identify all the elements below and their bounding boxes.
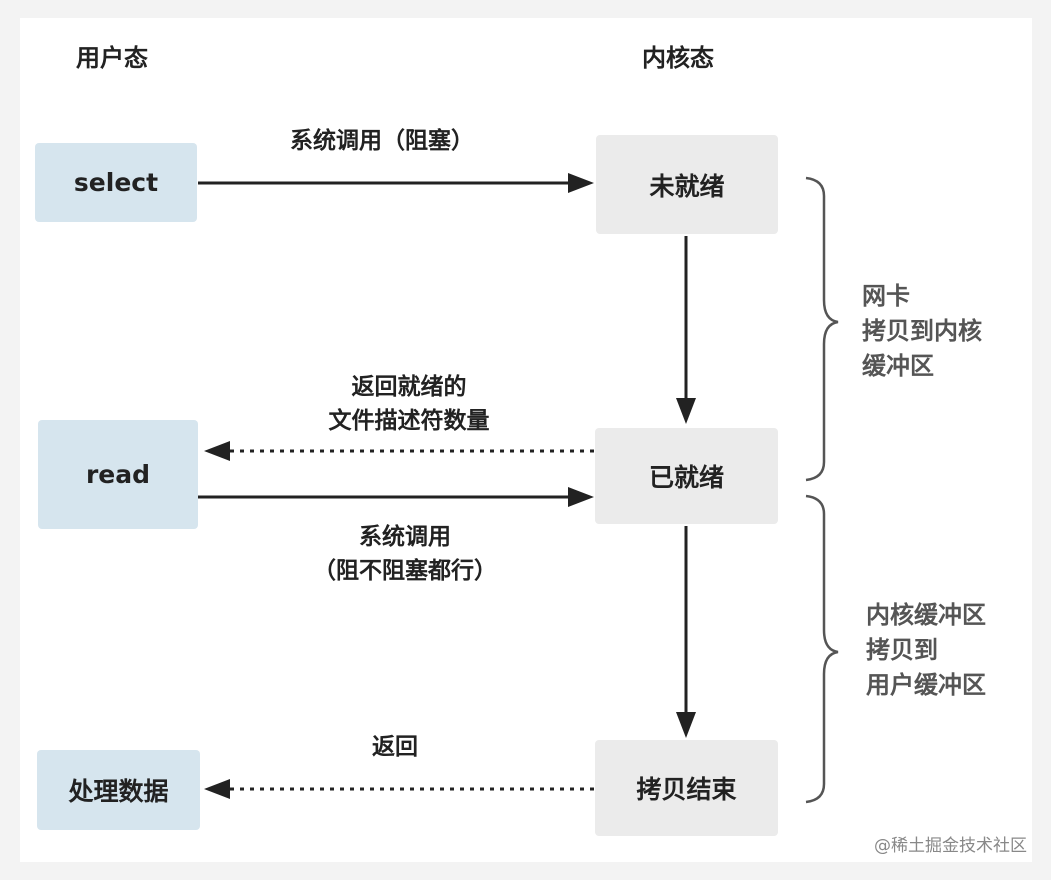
side-nic-line2: 拷贝到内核 [862, 317, 982, 345]
brace-nic-copy [805, 176, 839, 482]
label-return-ready-line1: 返回就绪的 [351, 374, 467, 400]
label-syscall-read: 系统调用 （阻不阻塞都行） [300, 520, 510, 588]
label-return: 返回 [372, 734, 418, 760]
label-syscall-read-line1: 系统调用 [359, 524, 451, 550]
brace-kernel-to-user [805, 494, 839, 804]
label-return-ready-count: 返回就绪的 文件描述符数量 [304, 370, 514, 438]
kernel-mode-header: 内核态 [642, 44, 714, 72]
arrow-read-to-ready [198, 487, 594, 507]
arrow-copy-done-to-process-dotted [204, 779, 594, 799]
not-ready-box: 未就绪 [596, 135, 778, 234]
side-label-nic-copy: 网卡 拷贝到内核 缓冲区 [862, 279, 982, 384]
label-return-ready-line2: 文件描述符数量 [328, 408, 490, 434]
arrow-ready-to-copy-done [676, 526, 696, 738]
arrow-not-ready-to-ready [676, 236, 696, 424]
arrow-select-to-not-ready [198, 173, 594, 193]
ready-box: 已就绪 [595, 428, 778, 524]
label-syscall-blocking: 系统调用（阻塞） [290, 128, 474, 154]
side-nic-line3: 缓冲区 [862, 352, 934, 380]
side-k2u-line2: 拷贝到 [866, 636, 938, 664]
copy-done-box: 拷贝结束 [595, 740, 778, 836]
side-k2u-line3: 用户缓冲区 [866, 671, 986, 699]
process-data-box: 处理数据 [37, 750, 200, 830]
label-syscall-read-line2: （阻不阻塞都行） [313, 558, 497, 584]
read-box: read [38, 420, 198, 529]
side-label-kernel-to-user: 内核缓冲区 拷贝到 用户缓冲区 [866, 598, 986, 703]
user-mode-header: 用户态 [76, 44, 148, 72]
select-box: select [35, 143, 197, 222]
side-k2u-line1: 内核缓冲区 [866, 601, 986, 629]
arrow-ready-to-read-dotted [204, 441, 594, 461]
watermark: @稀土掘金技术社区 [874, 836, 1027, 856]
side-nic-line1: 网卡 [862, 282, 910, 310]
